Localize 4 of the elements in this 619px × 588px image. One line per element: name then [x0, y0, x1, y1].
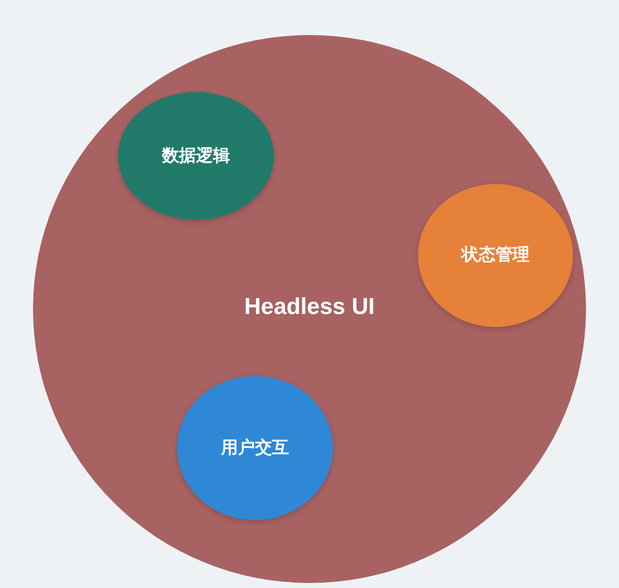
circle-label: 数据逻辑 — [162, 146, 230, 166]
circle-label: 状态管理 — [462, 245, 530, 266]
title-label: Headless UI — [244, 293, 375, 321]
circle-label: 用户交互 — [221, 438, 289, 458]
